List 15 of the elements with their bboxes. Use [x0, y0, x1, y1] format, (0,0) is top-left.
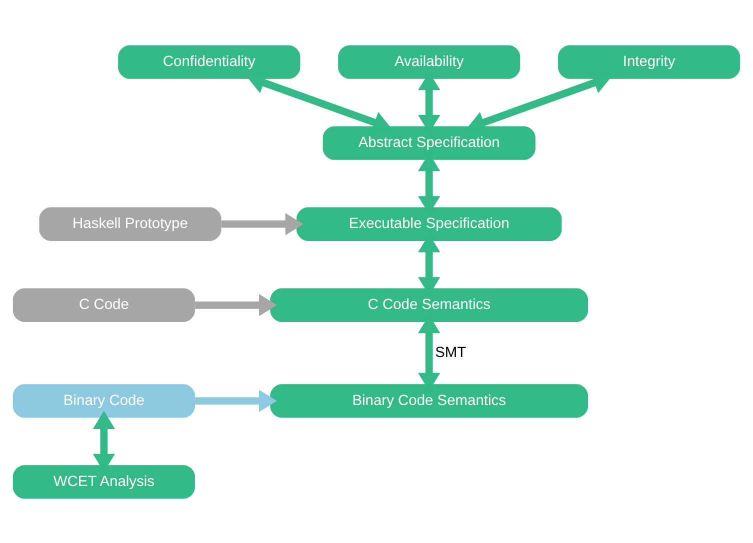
node-box: Abstract Specification	[322, 126, 536, 160]
node-box: WCET Analysis	[12, 464, 195, 498]
node-box: Binary Code	[12, 384, 195, 418]
arrow	[195, 294, 278, 316]
node-box: Integrity	[558, 44, 740, 78]
arrow	[195, 389, 278, 412]
node-box: Binary Code Semantics	[270, 384, 588, 418]
node-box: Availability	[338, 44, 520, 78]
arrow	[221, 212, 304, 235]
node-box: C Code	[12, 288, 195, 322]
node-box: C Code Semantics	[270, 288, 588, 322]
node-box: Haskell Prototype	[39, 206, 222, 240]
node-box: Confidentiality	[118, 44, 300, 78]
node-box: Executable Specification	[296, 206, 562, 240]
edge-label: SMT	[435, 344, 466, 360]
